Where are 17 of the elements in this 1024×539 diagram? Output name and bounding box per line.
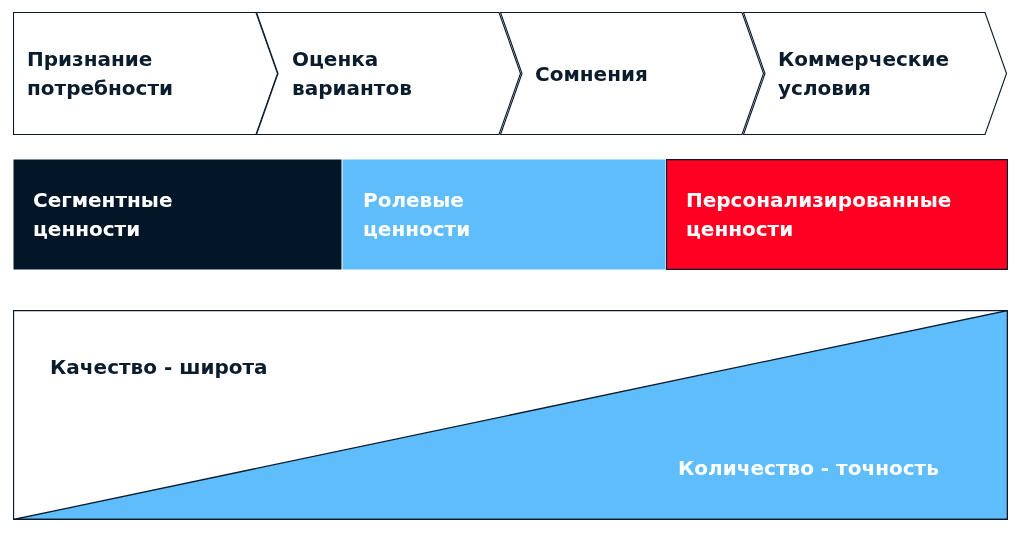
- step-label: Признание потребности: [27, 45, 174, 102]
- panel-label: Качество - широта: [50, 354, 268, 381]
- value-band: [666, 159, 1008, 270]
- step-label: Сомнения: [535, 60, 648, 87]
- chevron-step: [13, 12, 278, 135]
- band-label: Сегментные ценности: [33, 186, 174, 243]
- step-label: Коммерческие условия: [778, 45, 950, 102]
- value-band: [342, 159, 666, 270]
- chevron-step: [743, 12, 1007, 135]
- diagonal-split-panel: [13, 310, 1008, 520]
- chevron-step: [500, 12, 764, 135]
- value-band: [13, 159, 342, 270]
- step-label: Оценка вариантов: [292, 45, 413, 102]
- band-label: Ролевые ценности: [363, 186, 472, 243]
- panel-label: Количество - точность: [678, 455, 939, 482]
- chevron-step: [256, 12, 521, 135]
- band-label: Персонализированные ценности: [686, 186, 953, 243]
